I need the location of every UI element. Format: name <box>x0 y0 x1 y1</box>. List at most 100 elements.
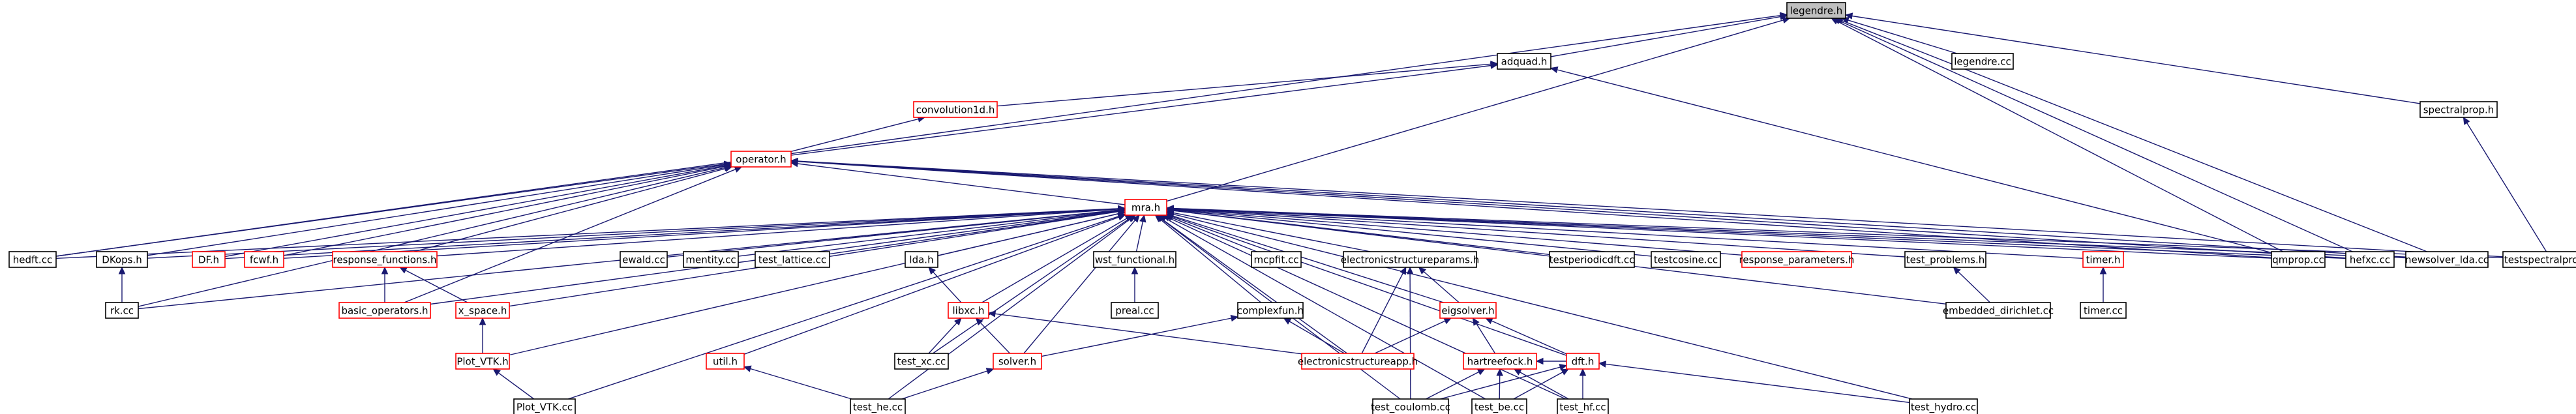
node-test-problems-h[interactable]: test_problems.h <box>1904 251 1986 268</box>
node-label: test_problems.h <box>1906 254 1984 267</box>
edge-mentity_cc-to-mra_h <box>738 210 1119 257</box>
node-rk-cc[interactable]: rk.cc <box>105 302 139 319</box>
edge-test_be_cc-to-hartreefock_h <box>1499 375 1501 400</box>
node-box <box>1786 2 1846 19</box>
node-response-functions-h[interactable]: response_functions.h <box>332 251 438 268</box>
node-complexfun-h[interactable]: complexfun.h <box>1237 302 1304 319</box>
edge-test_hf_cc-to-hartreefock_h <box>1520 372 1569 400</box>
node-newsolver-lda-cc[interactable]: newsolver_lda.cc <box>2405 251 2489 268</box>
node-box <box>1093 251 1176 268</box>
node-box <box>1557 398 1609 414</box>
edge-dkops_h-to-mra_h <box>147 208 1119 259</box>
node-box <box>894 353 949 370</box>
node-plot-vtk-cc[interactable]: Plot_VTK.cc <box>513 398 576 414</box>
edge-test_he_cc-to-util_h <box>750 368 852 400</box>
node-label: wst_functional.h <box>1095 254 1175 267</box>
node-box <box>1439 302 1497 319</box>
node-label: x_space.h <box>458 305 507 318</box>
node-box <box>244 251 284 268</box>
edge-complexfun_h-to-mra_h <box>1160 218 1261 303</box>
node-fcwf-h[interactable]: fcwf.h <box>244 251 284 268</box>
node-box <box>683 251 739 268</box>
node-preal-cc[interactable]: preal.cc <box>1111 302 1159 319</box>
node-mentity-cc[interactable]: mentity.cc <box>683 251 739 268</box>
edge-test_xc_cc-to-libxc_h <box>928 322 957 354</box>
node-test-he-cc[interactable]: test_he.cc <box>850 398 906 414</box>
edge-test_hydro_cc-to-mra_h <box>1173 213 1913 400</box>
node-test-coulomb-cc[interactable]: test_coulomb.cc <box>1371 398 1450 414</box>
node-mcpfit-cc[interactable]: mcpfit.cc <box>1251 251 1302 268</box>
node-ewald-cc[interactable]: ewald.cc <box>620 251 668 268</box>
arrowhead-test_he_cc-to-mra_h <box>1128 214 1136 222</box>
node-label: DF.h <box>198 254 219 266</box>
node-testspectralprop-cc[interactable]: testspectralprop.cc <box>2502 251 2576 268</box>
edge-test_be_cc-to-mra_h <box>1165 218 1486 400</box>
node-hartreefock-h[interactable]: hartreefock.h <box>1463 353 1537 370</box>
node-label: test_xc.cc <box>897 356 946 368</box>
arrowhead-test_he_cc-to-util_h <box>743 365 752 372</box>
node-legendre-cc[interactable]: legendre.cc <box>1951 53 2014 70</box>
node-label: legendre.h <box>1790 5 1843 17</box>
arrowhead-embedded_dirichlet_cc-to-test_problems_h <box>1953 267 1961 275</box>
node-box <box>1741 251 1852 268</box>
node-box <box>338 302 431 319</box>
node-electronicstructureapp-h[interactable]: electronicstructureapp.h <box>1298 353 1418 370</box>
node-test-hydro-cc[interactable]: test_hydro.cc <box>1909 398 1978 414</box>
node-label: solver.h <box>998 356 1036 368</box>
node-hefxc-cc[interactable]: hefxc.cc <box>2345 251 2395 268</box>
node-util-h[interactable]: util.h <box>706 353 745 370</box>
node-label: libxc.h <box>953 305 985 317</box>
node-response-parameters-h[interactable]: response_parameters.h <box>1739 251 1855 268</box>
edge-hedft_cc-to-legendre_h <box>55 15 1781 257</box>
node-spectralprop-h[interactable]: spectralprop.h <box>2419 101 2498 118</box>
edge-basic_operators_h-to-operator_h <box>404 169 736 303</box>
node-dkops-h[interactable]: DKops.h <box>96 251 148 268</box>
arrowhead-test_be_cc-to-hartreefock_h <box>1496 368 1503 376</box>
node-convolution1d-h[interactable]: convolution1d.h <box>913 101 998 118</box>
node-label: eigsolver.h <box>1441 305 1494 317</box>
node-lda-h[interactable]: lda.h <box>905 251 938 268</box>
node-box <box>905 251 938 268</box>
edges-layer <box>55 12 2547 404</box>
node-eigsolver-h[interactable]: eigsolver.h <box>1439 302 1497 319</box>
node-basic-operators-h[interactable]: basic_operators.h <box>338 302 431 319</box>
node-box <box>192 251 226 268</box>
node-test-hf-cc[interactable]: test_hf.cc <box>1557 398 1609 414</box>
node-box <box>1497 53 1551 70</box>
node-testcosine-cc[interactable]: testcosine.cc <box>1651 251 1721 268</box>
arrowhead-testspectralprop_cc-to-spectralprop_h <box>2463 116 2470 125</box>
node-box <box>1904 251 1986 268</box>
node-test-lattice-cc[interactable]: test_lattice.cc <box>755 251 830 268</box>
node-box <box>1237 302 1304 319</box>
node-embedded-dirichlet-cc[interactable]: embedded_dirichlet.cc <box>1943 302 2054 319</box>
node-timer-cc[interactable]: timer.cc <box>2080 302 2127 319</box>
arrowhead-electronicstructureapp_h-to-mra_h <box>1156 214 1165 222</box>
node-testperiodicdft-cc[interactable]: testperiodicdft.cc <box>1549 251 1635 268</box>
edge-test_coulomb_cc-to-electronicstructureparams_h <box>1409 273 1411 400</box>
node-box <box>105 302 139 319</box>
node-libxc-h[interactable]: libxc.h <box>948 302 989 319</box>
edge-response_functions_h-to-operator_h <box>413 168 726 252</box>
edge-libxc_h-to-lda_h <box>933 271 962 303</box>
node-df-h[interactable]: DF.h <box>192 251 226 268</box>
node-plot-vtk-h[interactable]: Plot_VTK.h <box>455 353 510 370</box>
arrowhead-hedft_cc-to-legendre_h <box>1779 12 1788 19</box>
arrowhead-eigsolver_h-to-electronicstructureparams_h <box>1418 267 1427 274</box>
node-mra-h[interactable]: mra.h <box>1124 199 1167 216</box>
node-timer-h[interactable]: timer.h <box>2082 251 2124 268</box>
node-x-space-h[interactable]: x_space.h <box>455 302 510 319</box>
node-dft-h[interactable]: dft.h <box>1566 353 1600 370</box>
node-wst-functional-h[interactable]: wst_functional.h <box>1093 251 1176 268</box>
node-test-xc-cc[interactable]: test_xc.cc <box>894 353 949 370</box>
node-hedft-cc[interactable]: hedft.cc <box>8 251 57 268</box>
node-solver-h[interactable]: solver.h <box>993 353 1042 370</box>
arrowhead-spectralprop_h-to-legendre_h <box>1844 12 1853 20</box>
node-operator-h[interactable]: operator.h <box>730 151 792 168</box>
node-adquad-h[interactable]: adquad.h <box>1497 53 1551 70</box>
edge-mra_h-to-legendre_h <box>1166 20 1784 202</box>
node-electronicstructureparams-h[interactable]: electronicstructureparams.h <box>1341 251 1480 268</box>
node-test-be-cc[interactable]: test_be.cc <box>1471 398 1527 414</box>
node-qmprop-cc[interactable]: qmprop.cc <box>2271 251 2326 268</box>
node-box <box>1301 353 1415 370</box>
